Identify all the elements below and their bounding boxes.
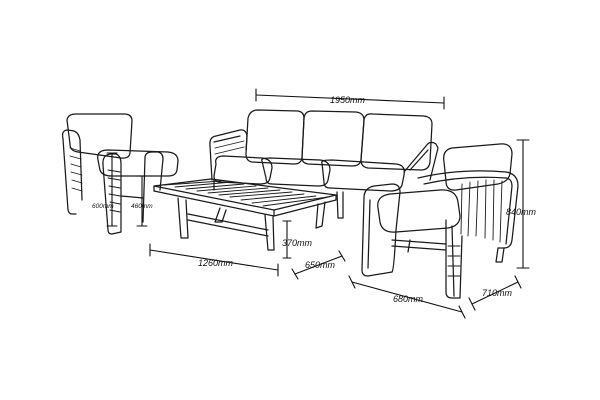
chair-width-label: 680mm	[393, 294, 424, 304]
three-seat-sofa	[209, 109, 439, 219]
small-chair-seat-height-label: 460mm	[131, 203, 153, 210]
small-chair-seat-height-dimension	[136, 175, 148, 227]
small-chair-height-label: 600mm	[92, 203, 114, 210]
chair-width-dimension	[348, 275, 466, 319]
small-armchair	[61, 113, 179, 235]
table-length-dimension	[149, 243, 279, 277]
table-depth-dimension	[291, 250, 346, 280]
table-depth-label: 650mm	[305, 260, 336, 270]
table-length-label: 1260mm	[198, 258, 234, 268]
sofa-width-dimension	[255, 88, 445, 110]
table-height-dimension	[282, 220, 292, 259]
coffee-table	[153, 178, 337, 251]
large-armchair	[361, 143, 519, 299]
small-chair-height-dimension	[106, 152, 118, 227]
table-height-label: 370mm	[282, 238, 313, 248]
chair-depth-label: 710mm	[482, 288, 513, 298]
sofa-width-label: 1950mm	[330, 95, 366, 105]
chair-depth-dimension	[468, 275, 522, 311]
chair-height-dimension	[516, 139, 530, 269]
chair-height-label: 840mm	[506, 207, 537, 217]
